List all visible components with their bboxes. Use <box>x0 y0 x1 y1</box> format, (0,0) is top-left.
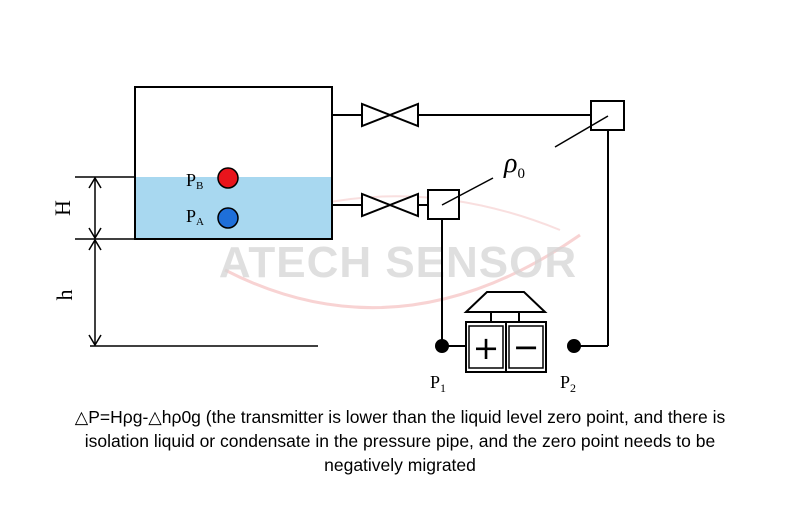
point-a <box>217 207 239 229</box>
label-p1: P1 <box>430 372 446 395</box>
transmitter-minus: − <box>513 328 540 366</box>
watermark-arc <box>224 233 581 310</box>
lower-valve <box>361 192 419 218</box>
rho-pointer-upper <box>554 115 609 148</box>
label-rho: ρ0 <box>503 148 525 182</box>
transmitter <box>463 291 548 373</box>
label-pa: PA <box>186 206 204 228</box>
label-p2: P2 <box>560 372 576 395</box>
caption-line-1: △P=Hρg-△hρ0g (the transmitter is lower t… <box>74 407 726 427</box>
point-b <box>217 167 239 189</box>
label-pb: PB <box>186 170 203 192</box>
dimension-H <box>75 176 135 240</box>
dimension-h <box>88 238 318 347</box>
rho-pointer-lower <box>441 177 494 206</box>
transmitter-plus: + <box>473 329 500 367</box>
lower-pipe <box>332 204 466 347</box>
caption-line-3: negatively migrated <box>324 455 476 475</box>
transmitter-neck <box>490 311 520 323</box>
dot-p1 <box>435 339 449 353</box>
tank <box>134 86 333 240</box>
caption-line-2: isolation liquid or condensate in the pr… <box>84 431 716 451</box>
tank-liquid <box>135 177 332 239</box>
upper-valve <box>361 102 419 128</box>
dot-p2 <box>567 339 581 353</box>
label-h: h <box>52 290 77 301</box>
label-H: H <box>50 200 75 216</box>
transmitter-head <box>463 291 548 313</box>
watermark-text: ATECH SENSOR <box>219 238 577 287</box>
caption: △P=Hρg-△hρ0g (the transmitter is lower t… <box>20 405 780 477</box>
